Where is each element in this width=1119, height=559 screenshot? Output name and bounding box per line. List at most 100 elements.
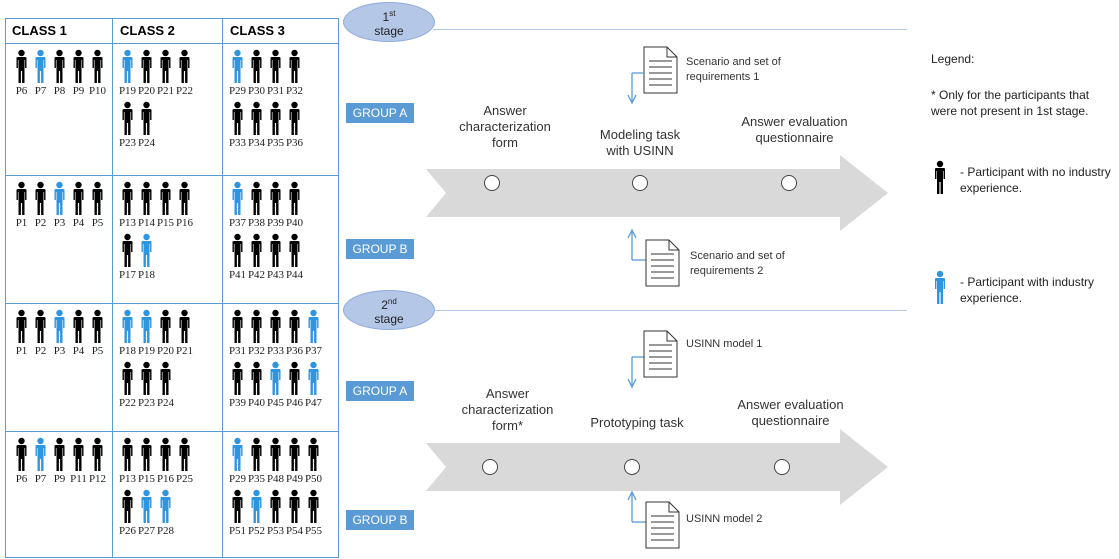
participant-label: P34 (247, 137, 266, 149)
participant-label: P19 (137, 345, 156, 357)
stage-2-separator (433, 310, 907, 311)
group-b-stage-1: GROUP B (346, 239, 414, 259)
participant-label: P33 (228, 137, 247, 149)
participant-no-experience-icon (270, 49, 281, 83)
participant-label: P13 (118, 217, 137, 229)
participant-no-experience-icon (251, 181, 262, 215)
participant-no-experience-icon (270, 181, 281, 215)
participant-label: P49 (285, 473, 304, 485)
stage-1-doc-top-label: Scenario and set of requirements 1 (686, 56, 781, 83)
participant-label: P39 (266, 217, 285, 229)
participant-no-experience-icon (160, 437, 171, 471)
participant-no-experience-icon (251, 437, 262, 471)
step-circle (774, 459, 790, 475)
participant-experience-icon (141, 489, 152, 523)
participant-no-experience-icon (73, 49, 84, 83)
participant-label: P52 (247, 525, 266, 537)
participant-label: P27 (137, 525, 156, 537)
participant-no-experience-icon (73, 309, 84, 343)
participant-label: P15 (137, 473, 156, 485)
participant-label: P51 (228, 525, 247, 537)
participant-label: P36 (285, 137, 304, 149)
participant-no-experience-icon (289, 361, 300, 395)
participant-no-experience-icon (935, 160, 945, 194)
participant-no-experience-icon (54, 437, 65, 471)
participant-label: P31 (228, 345, 247, 357)
participant-no-experience-icon (92, 309, 103, 343)
participant-no-experience-icon (232, 489, 243, 523)
participant-label: P42 (247, 269, 266, 281)
step-circle (632, 175, 648, 191)
participant-label: P53 (266, 525, 285, 537)
participant-label: P12 (88, 473, 107, 485)
participant-label: P55 (304, 525, 323, 537)
participant-no-experience-icon (160, 181, 171, 215)
participant-label: P6 (15, 473, 28, 485)
participant-no-experience-icon (122, 233, 133, 267)
participant-no-experience-icon (270, 233, 281, 267)
step-circle (781, 175, 797, 191)
participant-label: P9 (53, 473, 66, 485)
step-circle (484, 175, 500, 191)
participant-experience-icon (232, 49, 243, 83)
participant-no-experience-icon (179, 437, 190, 471)
participant-label: P24 (137, 137, 156, 149)
participant-no-experience-icon (308, 489, 319, 523)
participant-no-experience-icon (16, 309, 27, 343)
participant-label: P16 (156, 473, 175, 485)
legend-title: Legend: (931, 52, 975, 66)
participant-label: P24 (156, 397, 175, 409)
participant-no-experience-icon (251, 309, 262, 343)
participant-no-experience-icon (141, 49, 152, 83)
class-2-header: CLASS 2 (120, 23, 175, 38)
participant-label: P22 (118, 397, 137, 409)
step-circle (624, 459, 640, 475)
document-icon (627, 46, 678, 105)
participant-label: P40 (247, 397, 266, 409)
participant-experience-icon (141, 233, 152, 267)
participant-no-experience-icon (122, 101, 133, 135)
participant-no-experience-icon (251, 49, 262, 83)
participant-label: P7 (34, 85, 47, 97)
participant-no-experience-icon (232, 101, 243, 135)
participant-no-experience-icon (92, 437, 103, 471)
participant-label: P47 (304, 397, 323, 409)
participant-label: P4 (72, 345, 85, 357)
participant-experience-icon (270, 361, 281, 395)
participant-label: P29 (228, 473, 247, 485)
participant-no-experience-icon (308, 437, 319, 471)
participant-no-experience-icon (122, 361, 133, 395)
participant-label: P54 (285, 525, 304, 537)
participant-label: P19 (118, 85, 137, 97)
participant-no-experience-icon (160, 361, 171, 395)
participant-experience-icon (308, 361, 319, 395)
participant-label: P1 (15, 217, 28, 229)
stage-1-step-evaluation: Answer evaluation questionnaire (741, 114, 848, 145)
participant-label: P25 (175, 473, 194, 485)
class-1-header: CLASS 1 (12, 23, 67, 38)
participant-no-experience-icon (289, 49, 300, 83)
participant-label: P18 (137, 269, 156, 281)
participant-no-experience-icon (160, 309, 171, 343)
stage-1-step-characterization: Answer characterization form (459, 103, 551, 150)
participant-no-experience-icon (73, 181, 84, 215)
participant-no-experience-icon (251, 101, 262, 135)
participant-no-experience-icon (141, 361, 152, 395)
participant-experience-icon (35, 49, 46, 83)
participant-experience-icon (232, 181, 243, 215)
participant-label: P35 (247, 473, 266, 485)
participant-label: P31 (266, 85, 285, 97)
participant-experience-icon (160, 489, 171, 523)
participant-label: P46 (285, 397, 304, 409)
participant-label: P6 (15, 85, 28, 97)
document-icon (627, 330, 678, 389)
participant-label: P30 (247, 85, 266, 97)
